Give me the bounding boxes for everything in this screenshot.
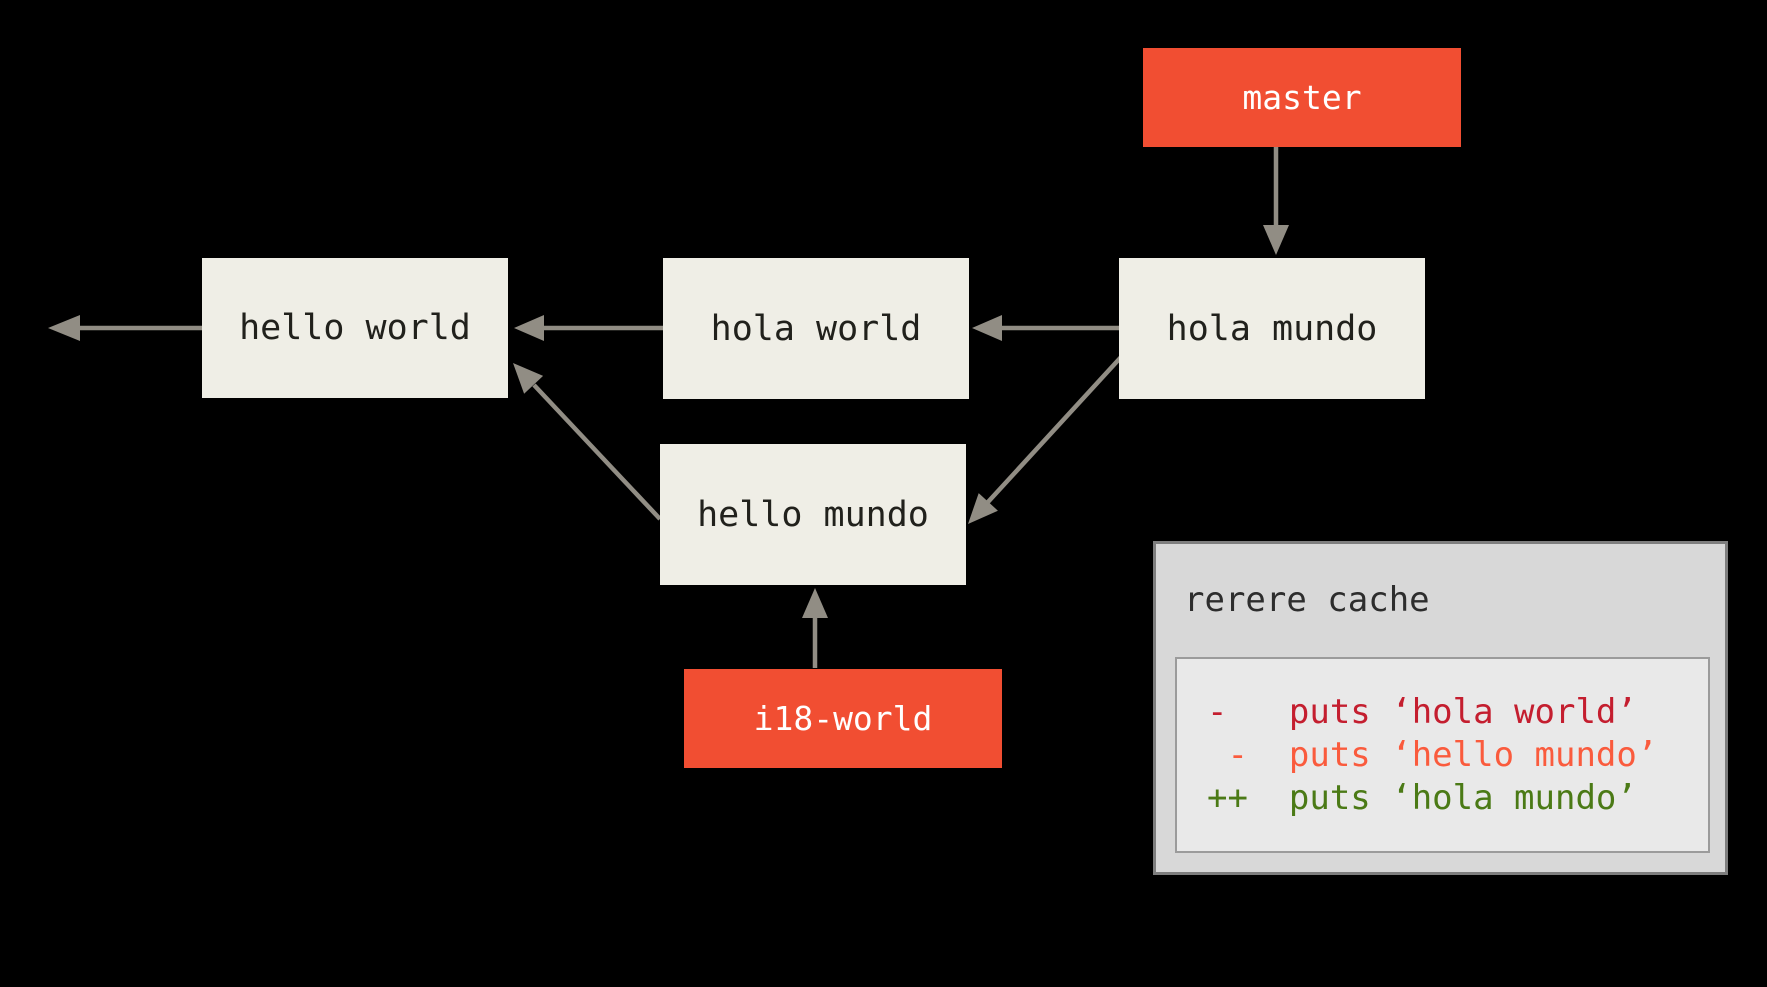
arrow-shaft — [986, 354, 1124, 504]
arrow-head — [972, 315, 1002, 341]
branch-label-text: i18-world — [753, 699, 933, 738]
commit-label-text: hola mundo — [1166, 308, 1378, 349]
arrow-hola-world-to-hello-world — [514, 315, 663, 341]
branch-label-i18-world: i18-world — [684, 669, 1002, 768]
arrow-shaft — [532, 383, 662, 521]
commit-label-text: hola world — [710, 308, 922, 349]
commit-node-hello-mundo: hello mundo — [660, 444, 966, 585]
arrow-head — [513, 363, 544, 394]
commit-node-hello-world: hello world — [202, 258, 508, 398]
commit-node-hola-world: hola world — [663, 258, 969, 399]
arrow-hola-mundo-to-hola-world — [972, 315, 1119, 341]
branch-label-text: master — [1242, 78, 1362, 117]
arrow-head — [48, 315, 80, 341]
commit-node-hola-mundo: hola mundo — [1119, 258, 1425, 399]
rerere-cache-title: rerere cache — [1184, 580, 1430, 620]
commit-label-text: hello world — [239, 308, 471, 348]
arrow-hola-mundo-to-hello-mundo — [968, 354, 1124, 524]
branch-label-master: master — [1143, 48, 1461, 147]
arrow-master-to-hola-mundo — [1263, 147, 1289, 255]
arrow-head — [968, 493, 998, 524]
arrow-history-left — [48, 315, 202, 341]
arrow-head — [1263, 225, 1289, 255]
arrow-head — [514, 315, 544, 341]
diff-line-removed-theirs: - puts ‘hello mundo’ — [1207, 735, 1658, 775]
arrow-head — [802, 588, 828, 618]
arrow-hello-mundo-to-hello-world — [513, 363, 662, 521]
rerere-cache-panel: rerere cache - puts ‘hola world’ - puts … — [1153, 541, 1728, 875]
commit-label-text: hello mundo — [697, 494, 929, 535]
rerere-diff-box: - puts ‘hola world’ - puts ‘hello mundo’… — [1175, 657, 1710, 853]
diff-line-added: ++ puts ‘hola mundo’ — [1207, 778, 1637, 818]
diff-line-removed-ours: - puts ‘hola world’ — [1207, 692, 1637, 732]
arrow-i18-world-to-hello-mundo — [802, 588, 828, 668]
